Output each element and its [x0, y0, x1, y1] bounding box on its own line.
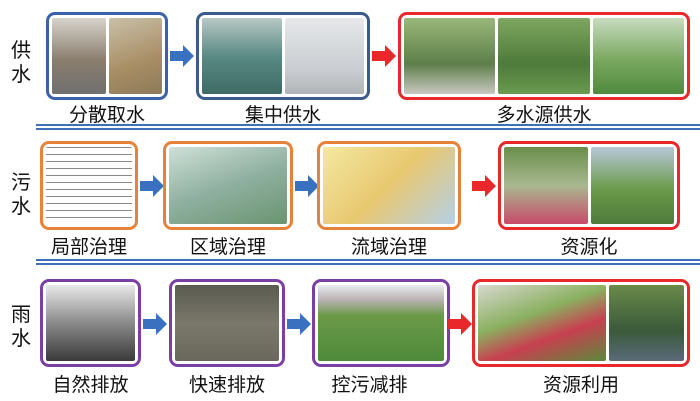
stage-box-decentralized — [46, 12, 168, 100]
sponge-park-image — [478, 285, 606, 361]
reclaimed-park-image — [504, 147, 588, 224]
sprinkler-image — [592, 18, 684, 94]
wetland-image — [498, 18, 590, 94]
basin-map-image — [323, 147, 455, 224]
drinking-fountain-image — [404, 18, 496, 94]
stage-box-natural — [40, 279, 141, 367]
divider — [36, 124, 700, 130]
stage-label: 快速排放 — [188, 374, 265, 396]
row-label-water-supply: 供水 — [11, 38, 31, 86]
stage-box-resource — [498, 141, 680, 230]
stage-box-regional — [163, 141, 293, 230]
reclaimed-pond-image — [590, 147, 674, 224]
stage-label: 流域治理 — [350, 236, 427, 258]
arrow-right-icon — [170, 45, 194, 67]
arrow-right-icon — [372, 45, 396, 67]
arrow-right-icon — [472, 175, 496, 197]
row-label-wastewater: 污水 — [11, 170, 31, 218]
stage-label: 分散取水 — [68, 104, 145, 126]
divider — [36, 259, 700, 265]
stage-box-multi-source — [398, 12, 690, 100]
arrow-right-icon — [448, 313, 472, 335]
water-plant-image — [202, 18, 282, 94]
stage-label: 集中供水 — [244, 104, 321, 126]
treatment-sketch-image — [46, 147, 132, 224]
row-label-stormwater: 雨水 — [11, 302, 31, 350]
rain-garden-image — [608, 285, 684, 361]
stage-box-utilization — [472, 279, 690, 367]
arrow-right-icon — [140, 175, 164, 197]
treatment-plant-image — [169, 147, 287, 224]
stage-label: 区域治理 — [189, 236, 266, 258]
stage-label: 控污减排 — [331, 374, 408, 396]
old-village-pond-image — [46, 285, 135, 361]
stage-label: 资源利用 — [542, 374, 619, 396]
stage-label: 资源化 — [560, 236, 618, 258]
stage-box-rapid — [169, 279, 285, 367]
arrow-right-icon — [287, 313, 311, 335]
faucet-image — [284, 18, 364, 94]
stage-label: 多水源供水 — [496, 104, 592, 126]
green-wetland-image — [318, 285, 444, 361]
stage-label: 自然排放 — [52, 374, 129, 396]
stage-box-centralized — [196, 12, 370, 100]
stage-box-local — [40, 141, 138, 230]
arrow-right-icon — [143, 313, 167, 335]
arrow-right-icon — [295, 175, 319, 197]
stage-label: 局部治理 — [50, 236, 127, 258]
stage-box-basin — [317, 141, 461, 230]
flooded-street-image — [175, 285, 279, 361]
carrying-water-image — [108, 18, 162, 94]
well-image — [52, 18, 106, 94]
stage-box-pollution-control — [312, 279, 450, 367]
